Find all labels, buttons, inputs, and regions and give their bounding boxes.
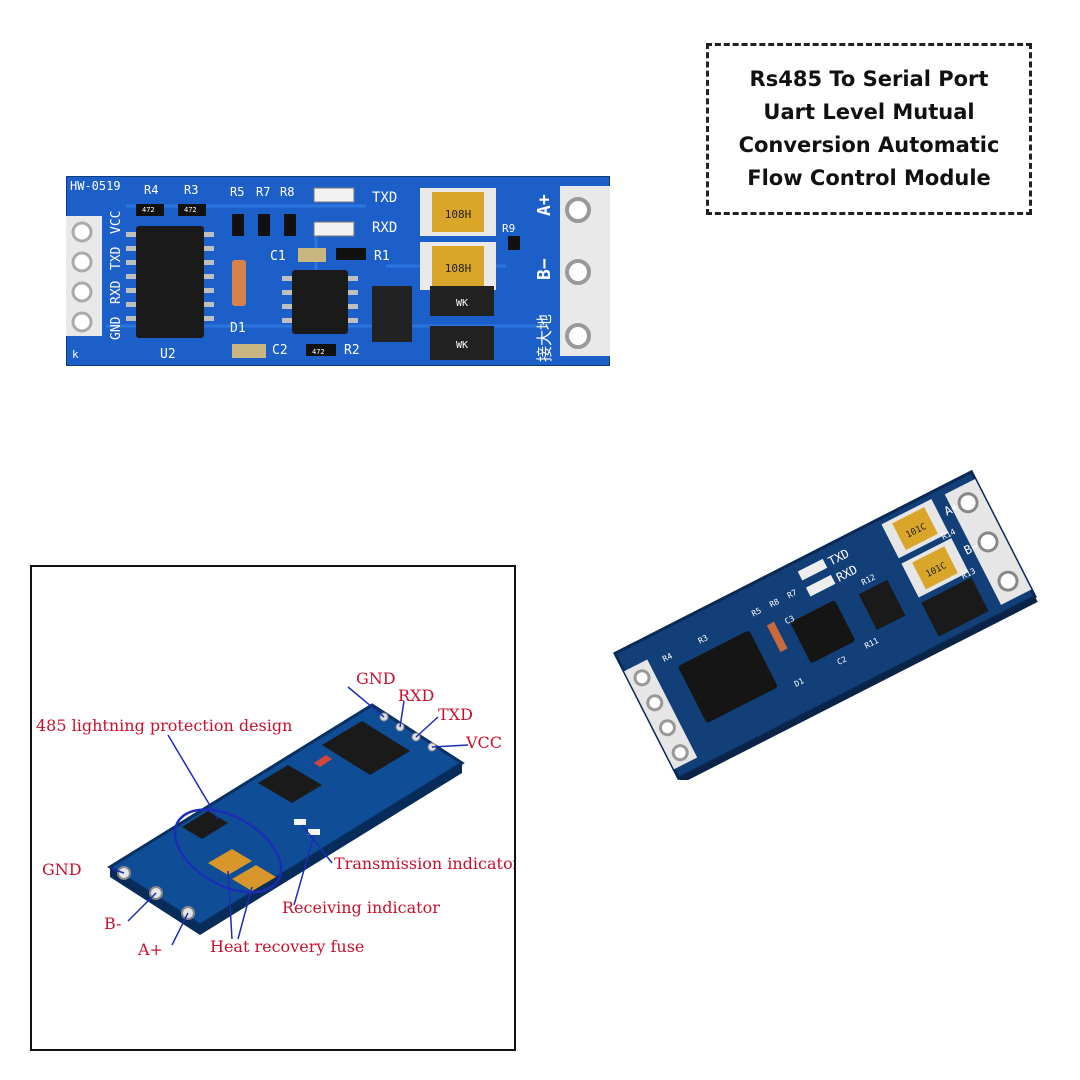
angled-r3-label: R3 (697, 633, 710, 645)
model-label: HW-0519 (70, 179, 121, 193)
label-a-plus: A+ (137, 940, 163, 959)
rxd-label: RXD (372, 220, 397, 236)
angled-a-plus-label: A+ (942, 499, 961, 518)
angled-right-pads (944, 478, 1032, 605)
label-txd: TXD (438, 705, 473, 724)
top-board-silkscreen: HW-0519 R4 R3 R5 R7 R8 TXD RXD R9 C1 R1 … (70, 179, 555, 362)
angled-transceiver-chip (791, 600, 855, 663)
label-gnd-left: GND (42, 860, 82, 879)
diagram-main-chip (322, 721, 410, 775)
label-receiving-indicator: Receiving indicator (282, 898, 440, 917)
a-plus-label: A+ (534, 194, 555, 216)
label-transmission-indicator: Transmission indicator (334, 854, 514, 873)
angled-r8-label: R8 (768, 597, 781, 609)
angled-r4-label: R4 (661, 651, 674, 663)
label-rxd: RXD (398, 686, 434, 705)
right-terminal-pads (560, 186, 610, 356)
label-gnd-top: GND (356, 669, 396, 688)
angled-board-photo: 101C 101C TXD RXD A+ B− R14 R13 R12 R11 … (613, 470, 1038, 780)
angled-c2-label: C2 (836, 654, 849, 666)
labeled-diagram-frame: GND RXD TXD VCC 485 lightning protection… (30, 565, 521, 1051)
angled-r5-label: R5 (750, 606, 763, 618)
transceiver-chip (282, 270, 358, 334)
r8-label: R8 (280, 185, 294, 199)
txd-led (313, 187, 355, 203)
d1-diode (232, 260, 246, 306)
fuse-1: 108H (420, 188, 496, 236)
rxd-pin-label: RXD (109, 280, 124, 304)
angled-r7-label: R7 (786, 588, 799, 600)
ground-cn-label: 接大地 (535, 314, 554, 362)
r5-label: R5 (230, 185, 244, 199)
b-minus-label: B− (534, 258, 555, 280)
u2-label: U2 (160, 347, 176, 362)
label-b-minus: B- (104, 914, 121, 933)
r1-label: R1 (374, 249, 390, 264)
leader-lines (111, 686, 469, 946)
diagram-diode (314, 755, 332, 767)
r7-label: R7 (256, 185, 270, 199)
protection-highlight-ellipse (173, 808, 283, 894)
angled-fuses: 101C 101C (881, 498, 969, 598)
angled-txd-led (797, 558, 828, 581)
diagram-tvs (182, 811, 228, 839)
product-title-box: Rs485 To Serial Port Uart Level Mutual C… (706, 43, 1032, 215)
diagram-rx-led (308, 829, 320, 835)
d1-label: D1 (230, 321, 246, 336)
r9-label: R9 (502, 222, 515, 235)
diode-1-marking: WK (456, 298, 468, 309)
smd-resistors (136, 204, 520, 358)
left-pin-header (66, 216, 102, 336)
diode-2-marking: WK (456, 340, 468, 351)
vcc-pin-label: VCC (109, 211, 124, 234)
angled-tvs-1 (858, 579, 906, 630)
txd-label: TXD (372, 190, 397, 206)
gnd-pin-label: GND (109, 316, 124, 340)
fuse-2: 108H (420, 242, 496, 290)
diagram-labels: GND RXD TXD VCC 485 lightning protection… (36, 669, 521, 959)
res-472-a: 472 (142, 206, 155, 214)
label-lightning-protection: 485 lightning protection design (36, 716, 292, 735)
top-board-photo: 108H 108H WK WK HW-0519 R4 R3 R5 R7 R8 T… (66, 176, 610, 366)
angled-d1-diode (766, 621, 788, 653)
tvs-diodes: WK WK (372, 286, 494, 360)
angled-rxd-led (805, 574, 836, 597)
k-label: k (72, 348, 79, 361)
u2-chip (126, 226, 214, 338)
product-title: Rs485 To Serial Port Uart Level Mutual C… (738, 67, 1000, 190)
angled-d1-label: D1 (793, 676, 806, 688)
angled-u2-chip (678, 631, 778, 723)
c2-label: C2 (272, 343, 288, 358)
labeled-diagram: GND RXD TXD VCC 485 lightning protection… (36, 669, 521, 959)
r3-label: R3 (184, 183, 198, 197)
diagram-transceiver-chip (258, 765, 322, 803)
res-472-b: 472 (184, 206, 197, 214)
angled-left-pads (624, 659, 698, 770)
txd-pin-label: TXD (109, 246, 124, 270)
c1-label: C1 (270, 249, 286, 264)
angled-c3-label: C3 (783, 614, 796, 626)
rxd-led (313, 221, 355, 237)
fuse-2-marking: 108H (445, 262, 472, 275)
res-472-c: 472 (312, 348, 325, 356)
r2-label: R2 (344, 343, 360, 358)
angled-tvs-2 (921, 577, 989, 637)
diagram-fuse-1 (208, 849, 252, 875)
angled-b-minus-label: B− (962, 539, 981, 558)
fuse-1-marking: 108H (445, 208, 472, 221)
label-vcc: VCC (465, 733, 502, 752)
diagram-tx-led (294, 819, 306, 825)
label-heat-recovery-fuse: Heat recovery fuse (210, 937, 364, 956)
diagram-fuse-2 (232, 865, 276, 891)
r4-label: R4 (144, 183, 158, 197)
